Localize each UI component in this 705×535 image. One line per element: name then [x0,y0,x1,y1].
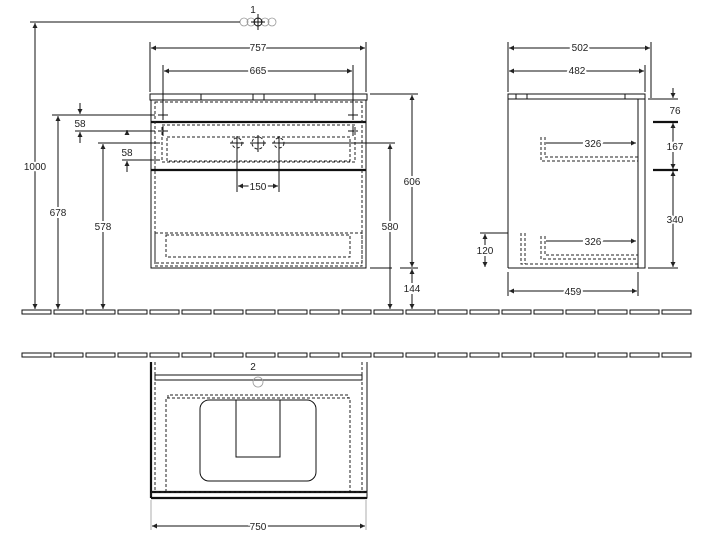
dim-offset-upper: 58 [74,119,86,130]
tile [85,352,116,358]
dim-siphon-height: 120 [477,246,494,257]
countertop [149,93,368,101]
cabinet-body [150,99,367,269]
tile [373,309,404,315]
dim-plan-width: 750 [250,522,267,533]
tile [629,309,660,315]
dim-width-overall: 757 [250,43,267,54]
tile [245,352,276,358]
tile [469,352,500,358]
dim-depth-overall: 502 [572,43,589,54]
tile [437,309,468,315]
tile [117,352,148,358]
side-view: 502 482 76 167 340 326 326 120 459 [475,41,686,300]
tile [181,352,212,358]
tile [629,352,660,358]
tile [149,309,180,315]
basin-marker-label: 2 [250,362,256,373]
tile [437,352,468,358]
tile [213,309,244,315]
dim-cabinet-height: 606 [404,177,421,188]
tile [149,352,180,358]
plan-view: 2 750 [149,362,368,535]
tile [341,352,372,358]
tile [661,352,692,358]
dim-upper-drawer-depth: 326 [585,139,602,150]
tile [501,352,532,358]
tap-marker-label: 1 [250,5,256,16]
dim-body-depth: 459 [565,287,582,298]
dim-offset-lower: 58 [121,148,133,159]
tap-marker-icon [239,14,277,30]
tile [309,352,340,358]
drawer-front-panel [637,98,646,269]
tile [181,309,212,315]
dim-drain-height: 580 [382,222,399,233]
dim-height-total: 1000 [24,162,47,173]
tile [373,352,404,358]
bottom-drawer-handle [154,232,363,264]
wall-line [21,352,692,358]
tile [565,352,596,358]
tile [533,309,564,315]
tile [341,309,372,315]
tile [405,309,436,315]
dim-lower-drawer-height: 340 [667,215,684,226]
dim-floor-clearance: 144 [404,284,421,295]
dim-width-inner: 665 [250,66,267,77]
tile [533,352,564,358]
tile [597,352,628,358]
dim-lower-drawer-depth: 326 [585,237,602,248]
dim-height-top-drawer: 678 [50,208,67,219]
dim-top-height: 76 [669,106,681,117]
tile [85,309,116,315]
dim-height-tap: 578 [95,222,112,233]
tile [597,309,628,315]
front-view: 1 757 665 1000 678 [22,5,423,309]
basin-outline [199,399,317,482]
tile [565,309,596,315]
tile [245,309,276,315]
tile [277,352,308,358]
tile [53,352,84,358]
dim-upper-drawer-height: 167 [667,142,684,153]
dim-tap-spacing: 150 [250,182,267,193]
tile [661,309,692,315]
tile [405,352,436,358]
floor-line [21,309,692,315]
tile [117,309,148,315]
tile [53,309,84,315]
tile [21,309,52,315]
dim-depth-top: 482 [569,66,586,77]
tile [213,352,244,358]
tap-hole-icon [230,135,286,192]
tile [501,309,532,315]
side-countertop [507,93,646,100]
tile [277,309,308,315]
tile [21,352,52,358]
tile [469,309,500,315]
tile [309,309,340,315]
